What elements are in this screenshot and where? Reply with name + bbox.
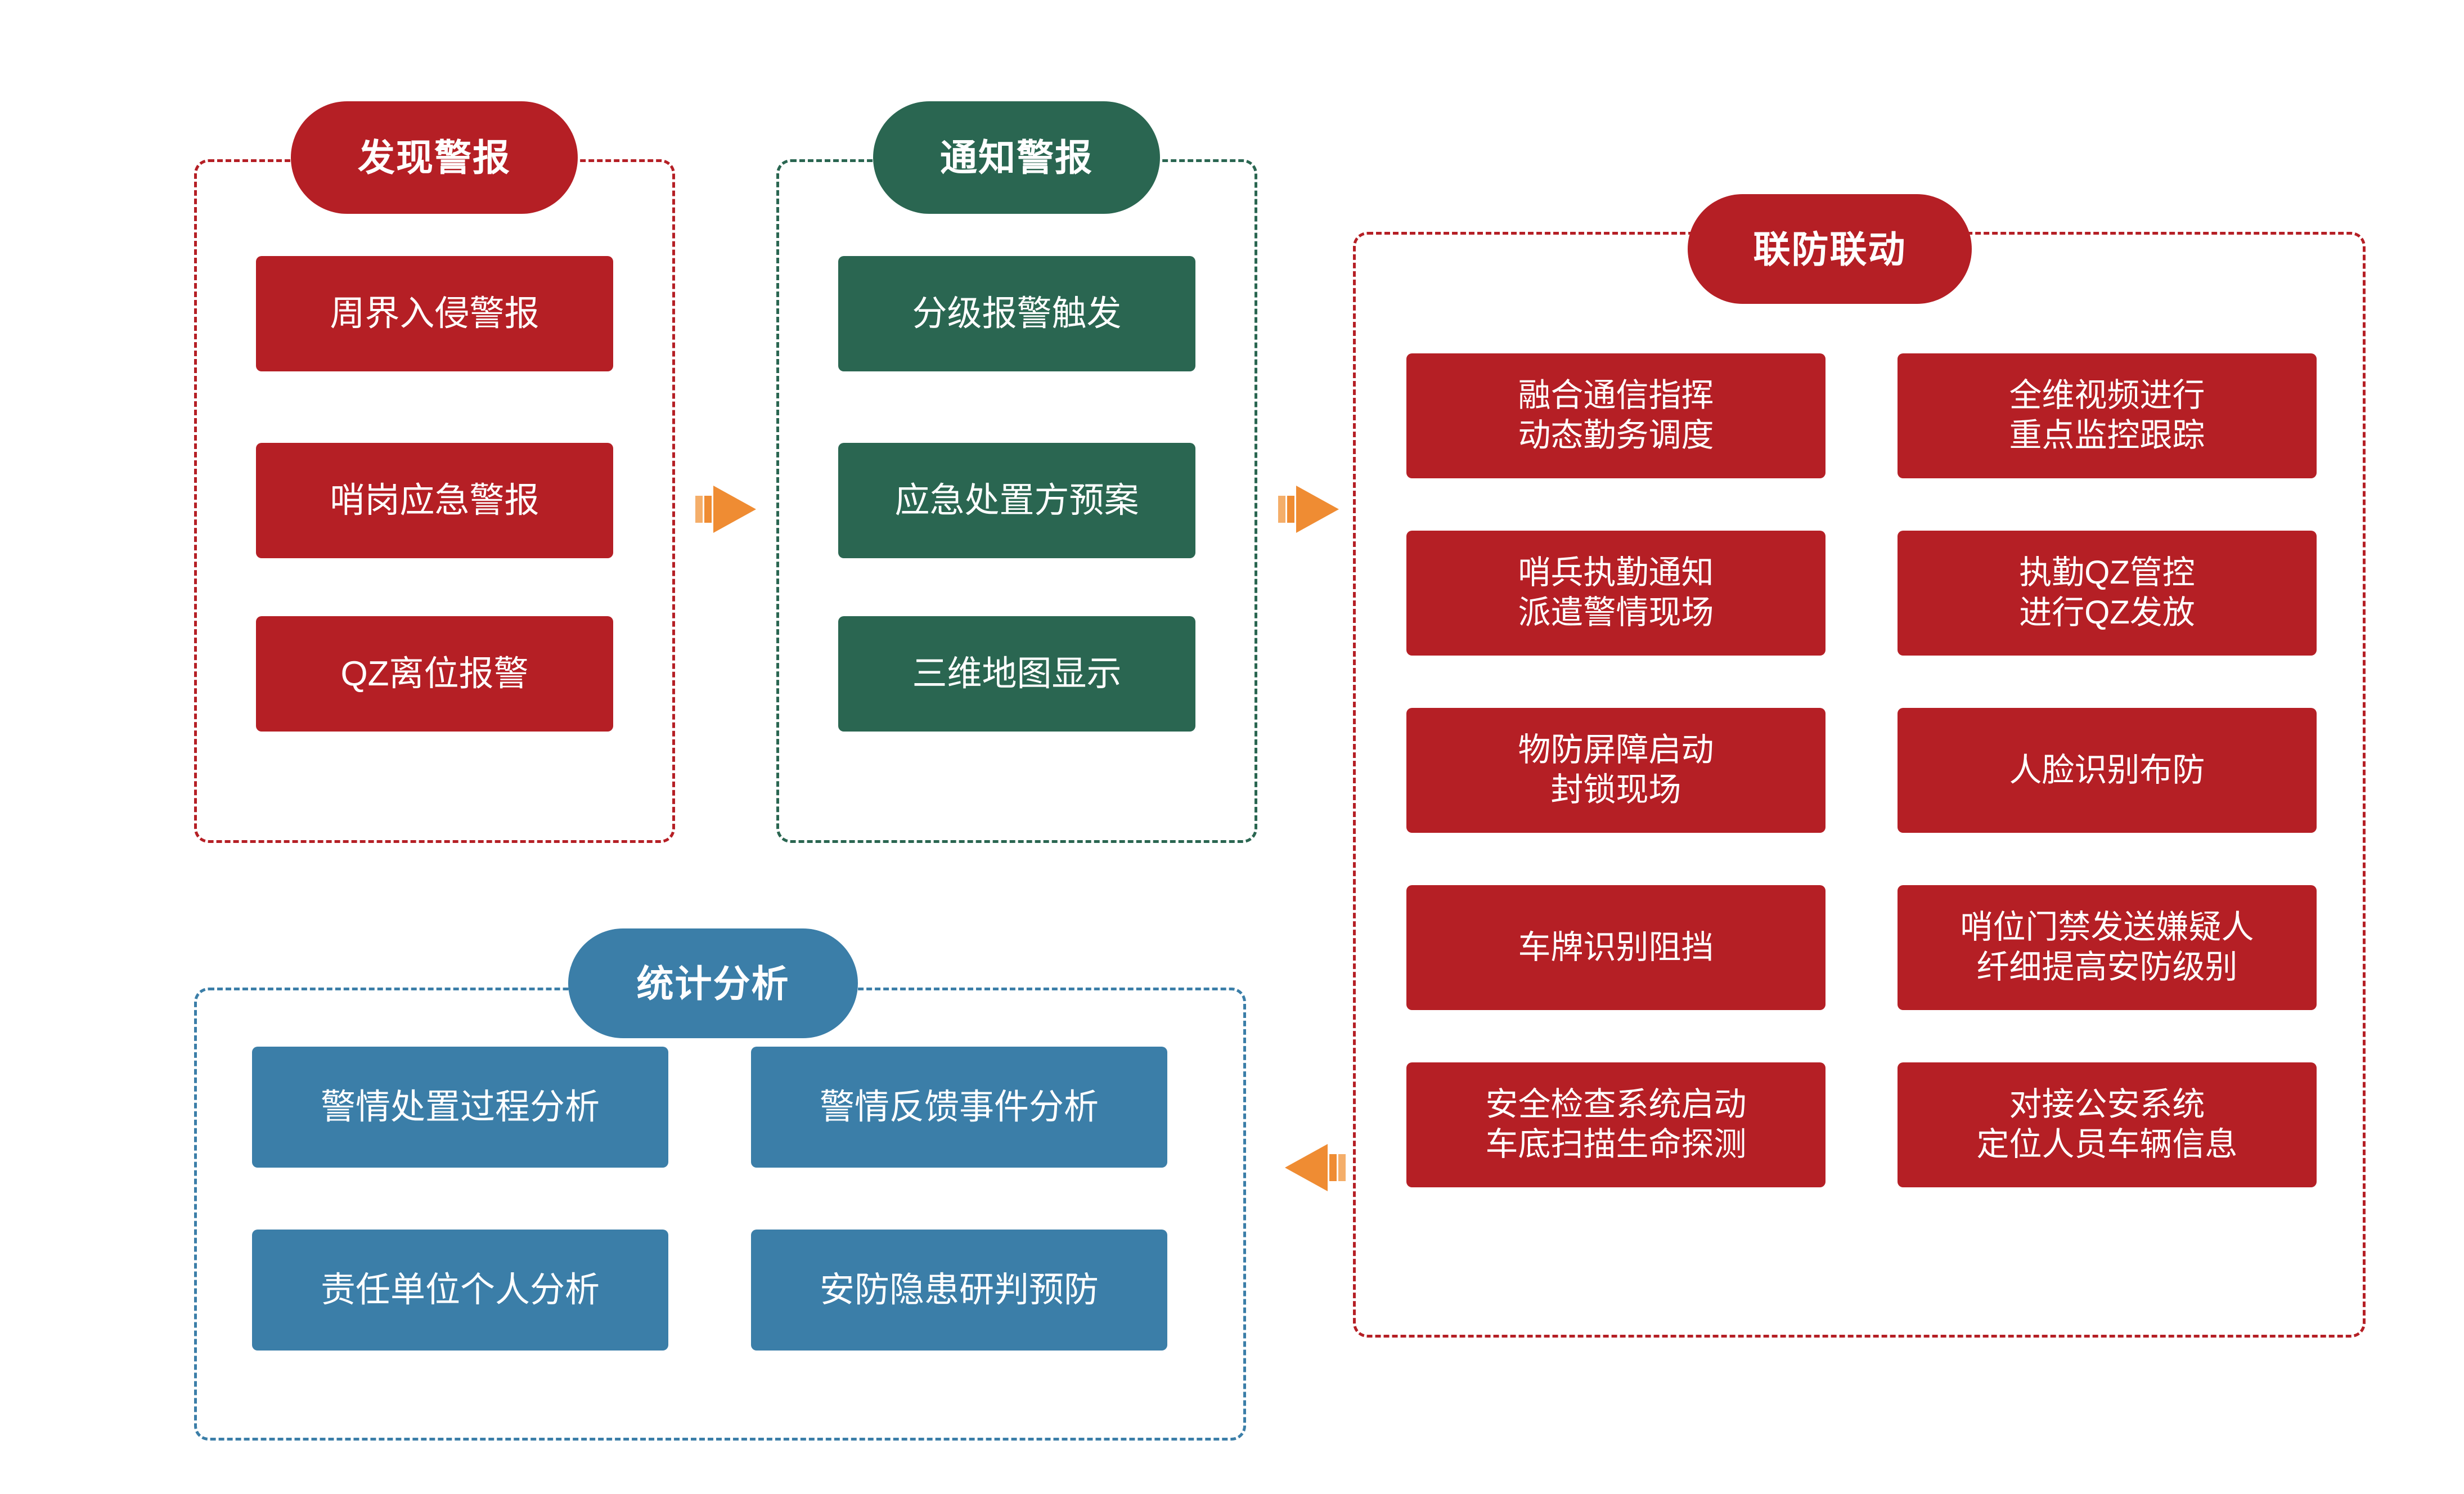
card-statistics-right-1[interactable]: 警情反馈事件分析 [751, 1047, 1167, 1168]
group-header-statistics-analysis[interactable]: 统计分析 [568, 928, 858, 1038]
card-discover-alarm-2[interactable]: 哨岗应急警报 [256, 443, 613, 558]
card-joint-right-1[interactable]: 全维视频进行 重点监控跟踪 [1898, 353, 2317, 478]
card-joint-right-2[interactable]: 执勤QZ管控 进行QZ发放 [1898, 531, 2317, 656]
card-joint-left-4[interactable]: 车牌识别阻挡 [1406, 885, 1825, 1010]
card-joint-left-3[interactable]: 物防屏障启动 封锁现场 [1406, 708, 1825, 833]
card-joint-left-1[interactable]: 融合通信指挥 动态勤务调度 [1406, 353, 1825, 478]
card-discover-alarm-3[interactable]: QZ离位报警 [256, 616, 613, 732]
card-joint-right-4[interactable]: 哨位门禁发送嫌疑人 纤细提高安防级别 [1898, 885, 2317, 1010]
card-joint-left-2[interactable]: 哨兵执勤通知 派遣警情现场 [1406, 531, 1825, 656]
card-notify-alarm-3[interactable]: 三维地图显示 [838, 616, 1195, 732]
group-header-discover-alarm[interactable]: 发现警报 [291, 101, 578, 214]
arrow-discover-to-notify [695, 481, 757, 537]
arrow-notify-to-joint [1278, 481, 1340, 537]
card-notify-alarm-2[interactable]: 应急处置方预案 [838, 443, 1195, 558]
group-header-joint-defense[interactable]: 联防联动 [1688, 194, 1972, 304]
card-statistics-left-1[interactable]: 警情处置过程分析 [252, 1047, 668, 1168]
arrow-joint-to-statistics [1284, 1139, 1346, 1196]
card-notify-alarm-1[interactable]: 分级报警触发 [838, 256, 1195, 371]
card-discover-alarm-1[interactable]: 周界入侵警报 [256, 256, 613, 371]
card-statistics-left-2[interactable]: 责任单位个人分析 [252, 1230, 668, 1351]
card-joint-left-5[interactable]: 安全检查系统启动 车底扫描生命探测 [1406, 1062, 1825, 1187]
group-header-notify-alarm[interactable]: 通知警报 [873, 101, 1160, 214]
card-joint-right-3[interactable]: 人脸识别布防 [1898, 708, 2317, 833]
card-statistics-right-2[interactable]: 安防隐患研判预防 [751, 1230, 1167, 1351]
card-joint-right-5[interactable]: 对接公安系统 定位人员车辆信息 [1898, 1062, 2317, 1187]
